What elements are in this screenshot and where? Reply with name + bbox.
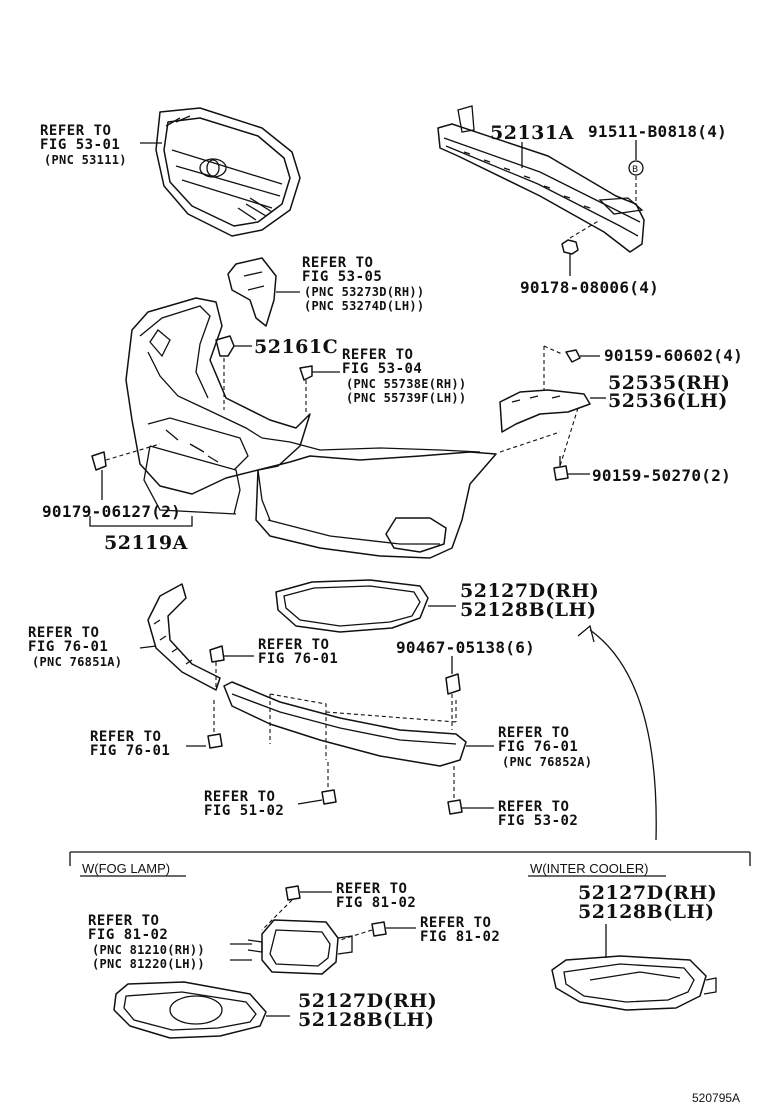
spoiler-dashed-guides — [269, 693, 457, 760]
bolt-53-02 — [447, 766, 463, 815]
fog-lamp-section-title: W(FOG LAMP) — [82, 861, 171, 876]
fog-lamp-cover-upper — [275, 579, 429, 633]
fender-refer-to: REFER TO — [342, 347, 414, 363]
bracket-rh-part-number: 52535(RH) — [608, 372, 731, 394]
spoiler-bolt-refer-to: REFER TO — [90, 729, 162, 745]
clip-part-number: 90179-06127(2) — [42, 502, 182, 521]
bolt-part-number: 91511-B0818(4) — [588, 122, 728, 141]
bolt-51-refer-to: REFER TO — [204, 789, 276, 805]
clip-90179 — [91, 443, 161, 471]
spoiler-a-refer-to: REFER TO — [28, 625, 100, 641]
nut-part-number: 90178-08006(4) — [520, 278, 660, 297]
screw-90159-60602 — [565, 349, 581, 363]
fog-screw-b-fig-ref: FIG 81-02 — [420, 929, 501, 945]
fog-screw-b-refer-to: REFER TO — [420, 915, 492, 931]
bolt-53-refer-to: REFER TO — [498, 799, 570, 815]
retainer-52161c — [215, 335, 235, 410]
fog-lamp-pnc-lh: (PNC 81220(LH)) — [92, 957, 205, 971]
fog-lamp — [247, 919, 353, 975]
bumper-side-bracket — [499, 389, 591, 433]
fog-cover-rh-part-number: 52127D(RH) — [298, 990, 438, 1012]
radiator-grille — [155, 107, 301, 237]
bracket-lh-part-number: 52536(LH) — [608, 390, 728, 412]
spoiler-clip-refer-to: REFER TO — [258, 637, 330, 653]
support-fig-ref: FIG 53-05 — [302, 269, 383, 285]
fog-screw-a-fig-ref: FIG 81-02 — [336, 895, 417, 911]
cover-lh-part-number: 52128B(LH) — [460, 599, 597, 621]
assembly-arrow — [577, 624, 657, 841]
fog-screw-a-refer-to: REFER TO — [336, 881, 408, 897]
support-pnc-lh: (PNC 53274D(LH)) — [304, 299, 425, 313]
lower-screw-part-number: 90159-50270(2) — [592, 466, 732, 485]
front-bumper-cover — [125, 297, 497, 559]
fender-pnc-rh: (PNC 55738E(RH)) — [346, 377, 467, 391]
grille-refer-to: REFER TO — [40, 123, 112, 139]
front-spoiler-left — [147, 583, 221, 691]
screw-90159-50270 — [553, 456, 569, 481]
bolt-53-fig-ref: FIG 53-02 — [498, 813, 579, 829]
illustration-code: 520795A — [692, 1091, 741, 1105]
clip-90467-part-number: 90467-05138(6) — [396, 638, 536, 657]
spoiler-b-pnc: (PNC 76852A) — [502, 755, 593, 769]
svg-text:B: B — [632, 165, 638, 175]
fog-lamp-cover — [113, 981, 267, 1039]
screw-fog-b — [339, 921, 387, 941]
nut-90178 — [561, 239, 579, 255]
spoiler-clip-fig-ref: FIG 76-01 — [258, 651, 339, 667]
section-frame — [69, 851, 751, 877]
bracket-52119a — [89, 516, 193, 527]
intercooler-section-title: W(INTER COOLER) — [530, 861, 649, 876]
fog-lamp-pnc-rh: (PNC 81210(RH)) — [92, 943, 205, 957]
cover-rh-part-number: 52127D(RH) — [460, 580, 600, 602]
spoiler-b-refer-to: REFER TO — [498, 725, 570, 741]
fog-lamp-refer-to: REFER TO — [88, 913, 160, 929]
intercooler-cover-lh-part-number: 52128B(LH) — [578, 901, 715, 923]
clip-90467 — [445, 673, 461, 730]
bumper-cover-part-number: 52119A — [104, 532, 188, 554]
grille-pnc: (PNC 53111) — [44, 153, 127, 167]
fog-lamp-fig-ref: FIG 81-02 — [88, 927, 169, 943]
support-refer-to: REFER TO — [302, 255, 374, 271]
support-pnc-rh: (PNC 53273D(RH)) — [304, 285, 425, 299]
reinforcement-part-number: 52131A — [490, 122, 574, 144]
grille-fig-ref: FIG 53-01 — [40, 137, 121, 153]
intercooler-cover — [551, 955, 717, 1011]
fender-fig-ref: FIG 53-04 — [342, 361, 423, 377]
retainer-part-number: 52161C — [254, 336, 339, 358]
bolt-51-fig-ref: FIG 51-02 — [204, 803, 285, 819]
bolt-spoiler-left — [207, 700, 223, 749]
screw-fog-a — [261, 885, 301, 931]
bumper-side-support — [227, 257, 277, 327]
spoiler-a-fig-ref: FIG 76-01 — [28, 639, 109, 655]
bolt-51-02 — [321, 762, 337, 805]
spoiler-b-fig-ref: FIG 76-01 — [498, 739, 579, 755]
fender-pnc-lh: (PNC 55739F(LH)) — [346, 391, 467, 405]
side-screw-part-number: 90159-60602(4) — [604, 346, 744, 365]
spoiler-bolt-fig-ref: FIG 76-01 — [90, 743, 171, 759]
bolt-91511: B — [628, 160, 644, 176]
fog-cover-lh-part-number: 52128B(LH) — [298, 1009, 435, 1031]
spoiler-a-pnc: (PNC 76851A) — [32, 655, 123, 669]
front-spoiler-center — [223, 681, 467, 767]
retainer-small — [299, 365, 313, 412]
intercooler-cover-rh-part-number: 52127D(RH) — [578, 882, 718, 904]
bumper-reinforcement — [437, 105, 645, 253]
clip-spoiler-top — [209, 645, 225, 690]
